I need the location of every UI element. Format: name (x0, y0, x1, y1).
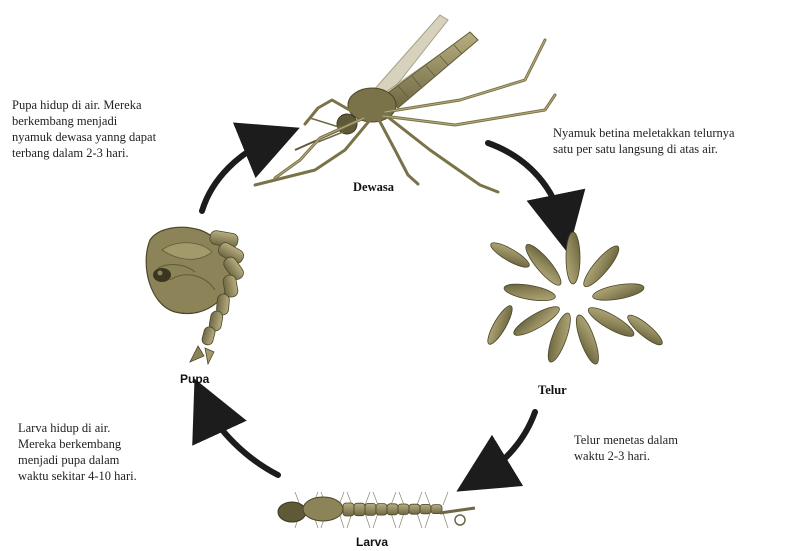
adult-mosquito-illustration (255, 15, 555, 192)
stage-label-egg: Telur (538, 383, 567, 398)
larva-segment (420, 504, 431, 514)
larva-hair (391, 513, 396, 528)
larva-hair (417, 513, 422, 528)
larva-hair (425, 513, 430, 528)
stage-label-larva: Larva (356, 535, 388, 549)
arrow-larva-to-pupa (207, 406, 278, 475)
larva-hair (391, 492, 396, 505)
egg (591, 281, 645, 304)
larva-segment (343, 503, 354, 516)
larva-hair (417, 492, 422, 505)
egg (503, 281, 557, 304)
egg (579, 242, 623, 291)
arrow-adult-to-egg (488, 143, 562, 224)
egg (566, 232, 580, 284)
larva-segment (376, 504, 387, 515)
larva-hair (443, 492, 448, 505)
larva-segment (409, 504, 420, 514)
note-egg-to-larva: Telur menetas dalam waktu 2-3 hari. (574, 432, 678, 464)
larva-hair (425, 492, 430, 505)
arrow-egg-to-larva (482, 412, 535, 476)
pupa-illustration (146, 227, 246, 364)
arrow-pupa-to-adult (202, 139, 272, 211)
larva-hair (399, 492, 404, 505)
note-pupa-to-adult: Pupa hidup di air. Mereka berkembang men… (12, 97, 156, 161)
larva-segment (354, 503, 365, 516)
stage-label-adult: Dewasa (353, 180, 394, 195)
note-larva-to-pupa: Larva hidup di air. Mereka berkembang me… (18, 420, 137, 484)
larva-hair (443, 513, 448, 528)
egg (488, 239, 532, 271)
larva-hair (399, 513, 404, 528)
note-adult-to-egg: Nyamuk betina meletakkan telurnya satu p… (553, 125, 735, 157)
larva-segment (365, 503, 376, 515)
egg-cluster-illustration (484, 232, 666, 366)
stage-label-pupa: Pupa (180, 372, 209, 386)
egg (484, 303, 516, 347)
larva-segment (387, 504, 398, 515)
larva-segment (398, 504, 409, 515)
larva-illustration (278, 492, 475, 528)
